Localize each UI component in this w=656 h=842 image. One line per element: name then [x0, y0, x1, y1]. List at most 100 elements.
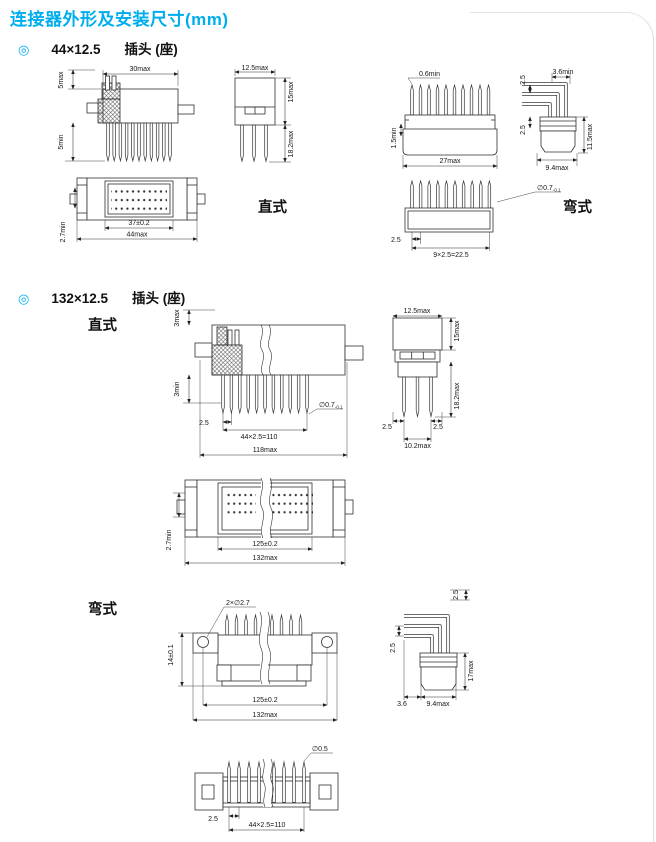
- drawing-132-face-view: 2.7min 125±0.2 132max: [166, 477, 354, 566]
- connector-body: [176, 477, 354, 539]
- dim-3min: 3min: [174, 381, 181, 396]
- dim-27max: 27max: [439, 158, 461, 165]
- dim-pitch: 2.5: [208, 816, 218, 823]
- dimension-lines: 12.5max 15max 18.2max: [234, 65, 295, 163]
- dim-mounting-holes: 2×∅2.7: [226, 600, 250, 607]
- dim-118max: 118max: [253, 447, 278, 454]
- dimension-lines: 30max 5max 5min: [58, 66, 179, 162]
- drawing-132-bent-side-view: 2.5 2.5 17max 3.6 9.4max: [390, 589, 475, 708]
- dim-pin-diameter: ∅0.7-0.1: [537, 185, 561, 193]
- dim-125: 125±0.2: [252, 541, 277, 548]
- section2-bent-label: 弯式: [88, 602, 117, 618]
- section1-bent-label: 弯式: [563, 200, 592, 216]
- connector-body: [192, 611, 338, 687]
- dim-15max: 15max: [454, 320, 461, 342]
- dim-3.6min: 3.6min: [552, 69, 573, 76]
- dim-0.6min: 0.6min: [419, 71, 440, 78]
- dim-132max: 132max: [253, 712, 278, 719]
- bent-pins: [404, 614, 450, 653]
- pins-down: [106, 122, 172, 162]
- dimension-lines: 2.7min 37±0.2 44max: [60, 187, 198, 243]
- dimension-lines: 2×∅2.7 14±0.1 125±0.2 132max: [168, 600, 338, 722]
- dim-2.7min: 2.7min: [166, 529, 173, 550]
- pins-down: [221, 374, 309, 414]
- dim-pin-diameter: ∅0.5: [312, 746, 328, 753]
- dimension-lines: 2.7min 125±0.2 132max: [166, 492, 346, 566]
- dim-pin-diameter: ∅0.7-0.1: [319, 402, 343, 410]
- break-lines: [262, 758, 274, 808]
- dim-44max: 44max: [126, 232, 148, 239]
- section2-heading: ◎ 132×12.5 插头 (座): [18, 287, 185, 307]
- pins-up: [410, 84, 491, 116]
- dim-11.5max: 11.5max: [587, 123, 594, 150]
- pins-down: [402, 376, 433, 418]
- section2-bullet-icon: ◎: [18, 291, 30, 306]
- drawing-132-pin-row-view: ∅0.5 2.5 44×2.5=110: [194, 746, 339, 832]
- dim-3.6: 3.6: [397, 701, 407, 708]
- connector-body: [402, 114, 498, 156]
- drawing-44-bent-top-view: 0.6min 1.5min 27max: [391, 71, 498, 169]
- dim-12.5max: 12.5max: [404, 308, 431, 315]
- dim-30max: 30max: [129, 66, 151, 73]
- dim-2.5-left: 2.5: [382, 424, 392, 431]
- dim-14: 14±0.1: [168, 644, 175, 665]
- connector-body: [539, 116, 577, 153]
- page-title: 连接器外形及安装尺寸(mm): [10, 10, 229, 29]
- dim-125: 125±0.2: [252, 697, 277, 704]
- dim-9.4max: 9.4max: [546, 165, 569, 172]
- contact-grid: [111, 186, 167, 212]
- connector-body: [234, 77, 276, 126]
- drawing-44-face-view: 2.7min 37±0.2 44max: [60, 177, 206, 243]
- section1-straight-label: 直式: [258, 200, 287, 216]
- dim-17max: 17max: [468, 660, 475, 682]
- dimension-lines: ∅0.7-0.1 2.5 9×2.5=22.5: [391, 185, 561, 259]
- dim-5min: 5min: [58, 134, 65, 149]
- pins-down: [240, 124, 268, 162]
- bent-pins: [522, 82, 568, 117]
- section1-bullet-icon: ◎: [18, 42, 30, 57]
- connector-body: [404, 207, 494, 233]
- dim-span: 44×2.5=110: [249, 822, 286, 829]
- dim-2.5-b: 2.5: [520, 125, 527, 135]
- dim-37: 37±0.2: [128, 220, 149, 227]
- section2-kind: 插头 (座): [132, 291, 186, 306]
- section1-size: 44×12.5: [51, 42, 101, 57]
- dim-span: 44×2.5=110: [241, 434, 278, 441]
- dim-5max: 5max: [58, 71, 65, 89]
- connector-body: [194, 324, 364, 376]
- dim-18.2max: 18.2max: [454, 382, 461, 409]
- dim-15max: 15max: [288, 81, 295, 103]
- dimension-lines: 0.6min 1.5min 27max: [391, 71, 498, 169]
- dim-2.5-left: 2.5: [390, 643, 397, 653]
- dim-18.2max: 18.2max: [288, 130, 295, 157]
- section2-size: 132×12.5: [51, 291, 109, 306]
- dim-2.5-right: 2.5: [433, 424, 443, 431]
- section1-kind: 插头 (座): [124, 42, 178, 57]
- drawing-132-bent-top-view: 2×∅2.7 14±0.1 125±0.2 132max: [168, 600, 338, 722]
- contact-grid-right: [271, 492, 313, 518]
- dim-12.5max: 12.5max: [242, 65, 269, 72]
- connector-body: [419, 652, 458, 691]
- dim-2.7min: 2.7min: [60, 221, 67, 242]
- dimension-lines: 12.5max 15max 18.2max 2.5 2.5 10.2max: [382, 308, 461, 450]
- mounting-hole-left: [197, 636, 209, 648]
- section1-heading: ◎ 44×12.5 插头 (座): [18, 38, 178, 58]
- connector-body: [86, 75, 195, 124]
- drawing-132-straight-side-view: 3max 3min 2.5 ∅0.7-0.1 44×2.5=110 118max: [174, 309, 364, 458]
- dim-pitch: 2.5: [391, 237, 401, 244]
- dim-2.5-top: 2.5: [453, 590, 460, 600]
- dimension-lines: 3.6min 2.5 2.5 11.5max 9.4max: [520, 69, 594, 172]
- dim-9.4max: 9.4max: [427, 701, 450, 708]
- drawing-44-bent-side-view: 3.6min 2.5 2.5 11.5max 9.4max: [520, 69, 594, 172]
- drawing-44-straight-front-view: 12.5max 15max 18.2max: [234, 65, 295, 163]
- dimension-lines: 3max 3min 2.5 ∅0.7-0.1 44×2.5=110 118max: [174, 309, 348, 458]
- dim-132max: 132max: [253, 555, 278, 562]
- dim-2.5-a: 2.5: [520, 75, 527, 85]
- connector-body: [69, 177, 206, 221]
- dim-10.2max: 10.2max: [404, 443, 431, 450]
- pins-up: [410, 180, 492, 210]
- connector-body: [392, 317, 443, 378]
- dim-pitch: 2.5: [199, 420, 209, 427]
- contact-grid-left: [226, 492, 256, 518]
